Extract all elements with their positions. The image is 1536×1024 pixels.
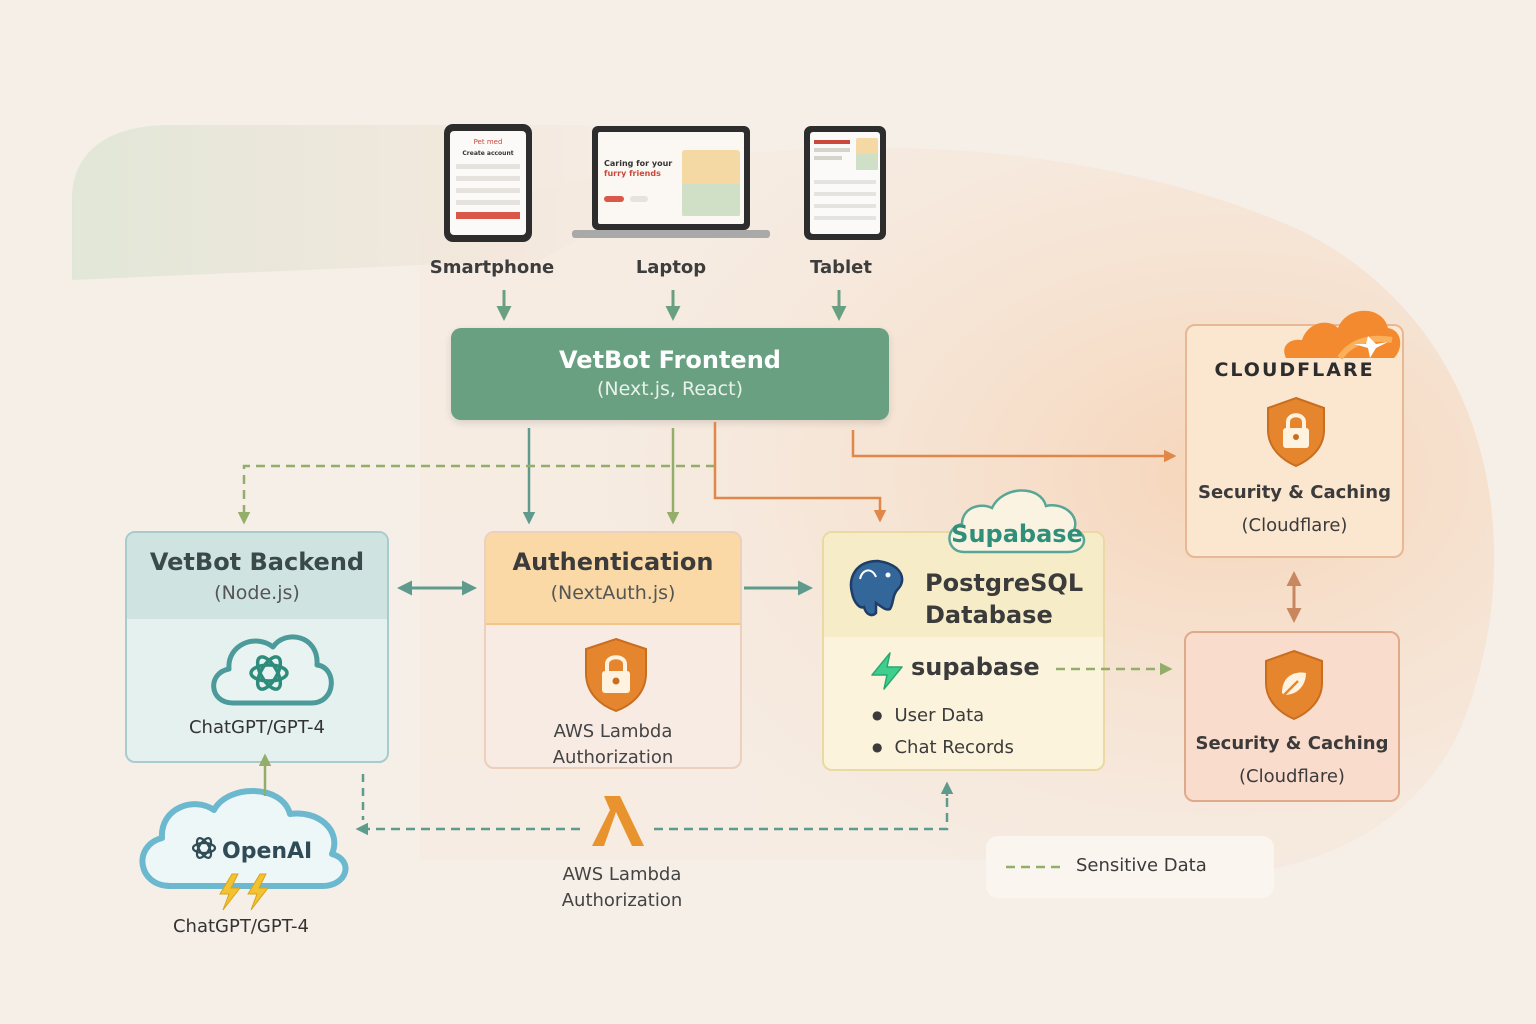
- backend-header: VetBot Backend (Node.js): [127, 533, 387, 619]
- backend-ai-label: ChatGPT/GPT-4: [188, 717, 326, 738]
- legend-dashed-line: [1006, 865, 1066, 869]
- laptop-screen-tagline-2: furry friends: [604, 169, 661, 178]
- frontend-subtitle: (Next.js, React): [597, 378, 743, 400]
- cloudflare-logo-icon: [1284, 310, 1401, 360]
- auth-header: Authentication (NextAuth.js): [486, 533, 740, 625]
- auth-lambda-label: AWS Lambda Authorization: [486, 719, 740, 768]
- lambda-bottom-line2: Authorization: [561, 890, 683, 911]
- cloudflare-top-label-line2: (Cloudflare): [1241, 515, 1348, 536]
- database-title-line1: PostgreSQL: [925, 569, 1084, 597]
- auth-lambda-line1: AWS Lambda: [553, 721, 673, 742]
- backend-node[interactable]: VetBot Backend (Node.js) ChatGPT/GPT-4: [125, 531, 389, 763]
- lambda-bottom-label: AWS Lambda Authorization: [532, 862, 712, 914]
- cloudflare-brand: CLOUDFLARE: [1214, 359, 1375, 381]
- cloudflare-top-label-line1: Security & Caching: [1198, 482, 1391, 503]
- chatgpt-cloud-icon: [211, 634, 334, 706]
- smartphone-device: Pet med Create account: [444, 124, 532, 242]
- database-brand: supabase: [911, 653, 1040, 681]
- legend: Sensitive Data: [986, 836, 1274, 898]
- aws-lambda-icon: [592, 796, 644, 846]
- auth-lock-shield-icon: [585, 637, 647, 713]
- tablet-device: [804, 126, 886, 240]
- supabase-bolt-icon: [871, 652, 903, 690]
- laptop-device: Caring for your furry friends: [572, 126, 770, 238]
- auth-node[interactable]: Authentication (NextAuth.js) AWS Lambda …: [484, 531, 742, 769]
- lambda-bottom-line1: AWS Lambda: [562, 864, 682, 885]
- bg-green-blob: [72, 125, 760, 280]
- legend-sensitive-label: Sensitive Data: [1076, 855, 1207, 876]
- frontend-title: VetBot Frontend: [559, 346, 781, 374]
- frontend-node[interactable]: VetBot Frontend (Next.js, React): [451, 328, 889, 420]
- supabase-badge-text: Supabase: [951, 520, 1083, 548]
- laptop-screen-tagline-1: Caring for your: [604, 159, 672, 168]
- smartphone-screen-brand: Pet med: [474, 138, 503, 146]
- backend-subtitle: (Node.js): [214, 582, 300, 604]
- cloudflare-bottom-label-line1: Security & Caching: [1195, 733, 1389, 754]
- database-item-chat-records: Chat Records: [872, 737, 1013, 758]
- auth-title: Authentication: [512, 548, 714, 576]
- backend-title: VetBot Backend: [149, 548, 365, 576]
- auth-lambda-line2: Authorization: [552, 747, 674, 768]
- database-item-user-data: User Data: [872, 705, 984, 726]
- cloudflare-bottom-node[interactable]: Security & Caching (Cloudflare): [1184, 631, 1400, 802]
- smartphone-label: Smartphone: [429, 257, 555, 278]
- database-node[interactable]: PostgreSQL Database supabase User Data C…: [822, 531, 1105, 771]
- cloudflare-leaf-shield-icon: [1265, 649, 1323, 721]
- tablet-label: Tablet: [810, 257, 872, 278]
- database-title: PostgreSQL Database: [925, 567, 1083, 631]
- openai-cloud-icon: OpenAI: [139, 788, 349, 911]
- cloudflare-lock-shield-icon: [1267, 396, 1325, 468]
- openai-label: ChatGPT/GPT-4: [172, 916, 310, 937]
- smartphone-screen-heading: Create account: [462, 150, 513, 157]
- laptop-label: Laptop: [635, 257, 707, 278]
- postgresql-elephant-icon: [849, 559, 904, 617]
- openai-brand: OpenAI: [222, 839, 312, 864]
- cloudflare-bottom-label-line2: (Cloudflare): [1239, 766, 1345, 787]
- supabase-cloud-badge: Supabase: [948, 489, 1086, 554]
- cloudflare-top-node[interactable]: CLOUDFLARE Security & Caching (Cloudflar…: [1185, 324, 1404, 558]
- auth-subtitle: (NextAuth.js): [550, 582, 676, 604]
- database-title-line2: Database: [925, 601, 1053, 629]
